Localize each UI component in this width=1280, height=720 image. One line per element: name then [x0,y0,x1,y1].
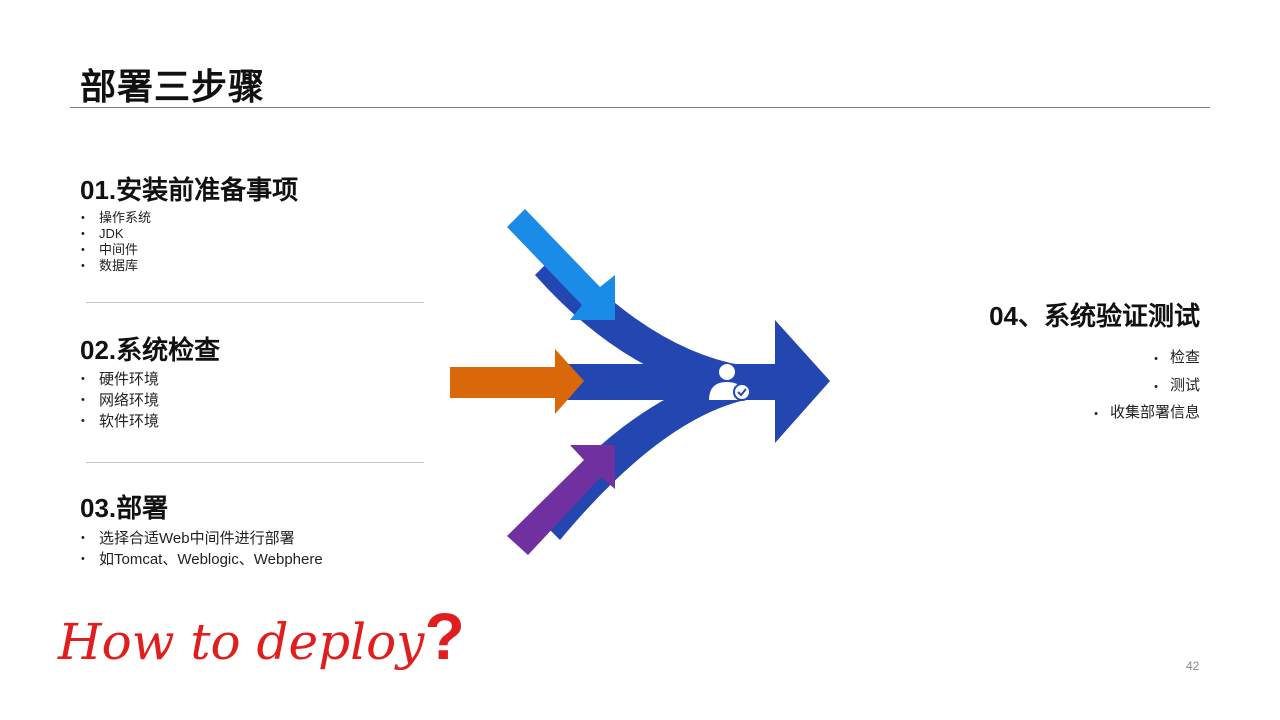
step-1-list: 操作系统 JDK 中间件 数据库 [81,210,151,274]
middle-arrow [450,349,584,414]
top-arrow [507,209,615,320]
list-item: 选择合适Web中间件进行部署 [81,528,323,549]
list-item: 操作系统 [81,210,151,226]
list-item: 收集部署信息 [1094,400,1200,428]
list-item: 数据库 [81,258,151,274]
list-item: 网络环境 [81,390,159,411]
question-mark: ? [424,599,465,673]
title-divider [70,107,1210,108]
step-3-heading: 03.部署 [80,493,169,523]
list-item: 中间件 [81,242,151,258]
page-number: 42 [1186,659,1200,673]
step-2-list: 硬件环境 网络环境 软件环境 [81,369,159,432]
step-2-heading: 02.系统检查 [80,335,221,365]
slogan-text: How to deploy [58,613,425,671]
list-item: JDK [81,226,151,242]
list-item: 如Tomcat、Weblogic、Webphere [81,549,323,570]
main-arrow-head [775,320,830,443]
step-3-list: 选择合适Web中间件进行部署 如Tomcat、Weblogic、Webphere [81,528,323,570]
slide-title: 部署三步骤 [80,66,266,107]
list-item: 硬件环境 [81,369,159,390]
list-item: 测试 [1094,373,1200,401]
slogan: How to deploy? [58,598,465,674]
step-4-heading: 04、系统验证测试 [989,301,1200,331]
list-item: 检查 [1094,345,1200,373]
bottom-arrow [507,445,615,555]
step-divider [86,462,424,463]
list-item: 软件环境 [81,411,159,432]
converging-arrows-graphic [450,209,830,555]
step-1-heading: 01.安装前准备事项 [80,175,299,205]
step-divider [86,302,424,303]
main-arrow-lower-branch [535,368,745,540]
user-check-icon [709,364,751,401]
step-4-list: 检查 测试 收集部署信息 [1094,345,1200,428]
